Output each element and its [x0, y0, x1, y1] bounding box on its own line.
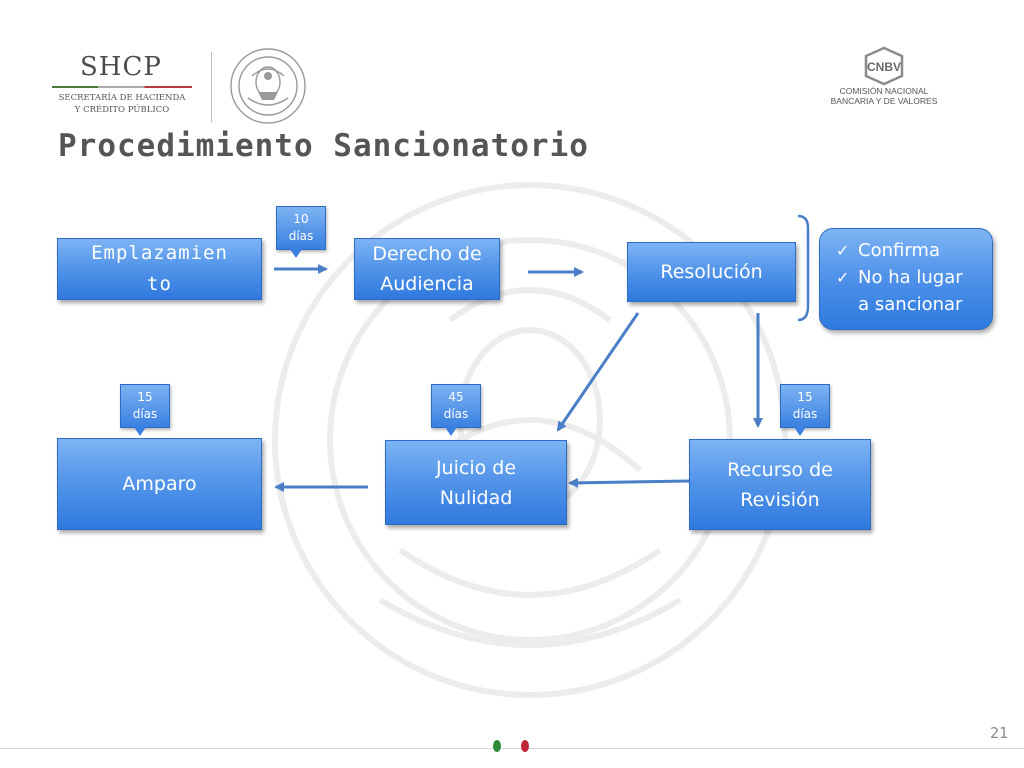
- callout-15-dias-recurso: 15 días: [780, 384, 830, 436]
- callout-45-dias: 45 días: [431, 384, 481, 436]
- box-emplazamiento: Emplazamien to: [57, 238, 262, 300]
- shcp-logo: SHCP SECRETARÍA DE HACIENDA Y CRÉDITO PÚ…: [52, 52, 202, 120]
- box-derecho-audiencia: Derecho de Audiencia: [354, 238, 500, 300]
- outcomes-box: ✓ Confirma ✓ No ha lugar a sancionar: [819, 228, 993, 330]
- box-juicio-nulidad: Juicio de Nulidad: [385, 440, 567, 525]
- shcp-tricolor-rule: [52, 86, 192, 88]
- checkmark-icon: ✓: [836, 268, 850, 287]
- outcome-label: No ha lugar a sancionar: [858, 267, 963, 315]
- outcome-item: ✓ Confirma: [836, 237, 982, 264]
- logo-divider: [211, 52, 212, 122]
- page-title: Procedimiento Sancionatorio: [58, 128, 589, 164]
- page-number: 21: [989, 724, 1008, 742]
- cnbv-subtitle: COMISIÓN NACIONAL BANCARIA Y DE VALORES: [830, 86, 938, 106]
- cnbv-emblem-icon: CNBV: [864, 46, 904, 86]
- mexico-coat-of-arms-icon: [230, 48, 306, 124]
- footer-line: [0, 748, 1024, 749]
- checkmark-icon: ✓: [836, 241, 850, 260]
- callout-10-dias: 10 días: [276, 206, 326, 258]
- shcp-title: SHCP: [80, 52, 162, 82]
- shcp-subtitle: SECRETARÍA DE HACIENDA Y CRÉDITO PÚBLICO: [58, 93, 186, 115]
- cnbv-logo: CNBV COMISIÓN NACIONAL BANCARIA Y DE VAL…: [828, 46, 940, 116]
- outcome-label: Confirma: [858, 240, 940, 261]
- red-dot: [521, 740, 529, 752]
- box-amparo: Amparo: [57, 438, 262, 530]
- box-resolucion: Resolución: [627, 242, 796, 302]
- cnbv-title: CNBV: [867, 60, 901, 74]
- outcome-item: ✓ No ha lugar a sancionar: [836, 264, 982, 318]
- callout-15-dias-amparo: 15 días: [120, 384, 170, 436]
- box-recurso-revision: Recurso de Revisión: [689, 439, 871, 530]
- green-dot: [493, 740, 501, 752]
